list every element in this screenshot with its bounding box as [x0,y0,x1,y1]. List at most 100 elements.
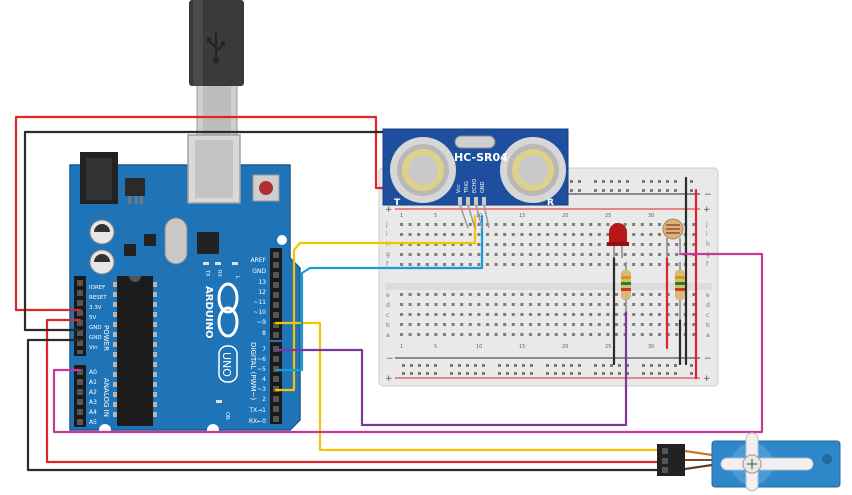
wire-yellow-servo-signal [274,321,667,452]
servo-horn [720,432,814,492]
digital-pin-labels-upper: AREF GND 13 12 ~11 ~10 ~9 8 [250,257,266,337]
power-pin-labels: IOREF RESET 3.3V 5V GND GND Vin [89,285,107,351]
digital-header-lower [270,342,282,424]
red-led [607,223,629,258]
arduino-brand-label: ARDUINO [203,286,214,338]
servo-motor [657,432,841,492]
svg-text:i: i [386,231,388,238]
svg-text:a: a [386,332,390,339]
svg-text:TX→1: TX→1 [248,407,266,414]
capacitor [89,219,115,245]
svg-text:GND: GND [252,268,266,275]
svg-text:10: 10 [476,344,482,350]
breadboard: 1 5 10 15 20 25 30 1 5 10 15 20 25 30 j … [378,167,719,387]
svg-text:A4: A4 [89,409,97,416]
svg-text:2: 2 [262,396,266,403]
svg-text:5: 5 [434,344,437,350]
wire-magenta-photoresistor [52,252,764,434]
svg-text:c: c [386,312,389,319]
svg-text:A5: A5 [89,419,97,426]
svg-text:25: 25 [605,344,611,350]
digital-header-upper [270,248,282,340]
svg-text:A2: A2 [89,389,97,396]
led-label-l: L [234,276,240,279]
svg-text:j: j [385,221,388,228]
svg-text:AREF: AREF [250,257,266,264]
wire-blue-echo [274,214,484,372]
transducer-left [390,137,456,203]
arduino-logo-icon [217,282,239,338]
svg-text:~11: ~11 [253,299,266,306]
arduino-uno-board: L TX RX ON ARDUINO UNO [69,134,301,436]
wire-purple-led [274,310,628,427]
svg-text:UNO: UNO [220,352,233,377]
svg-text:d: d [706,302,710,309]
svg-text:g: g [386,251,390,258]
wire-black-gnd [23,130,385,332]
svg-text:e: e [386,292,390,299]
svg-text:~9: ~9 [257,319,266,326]
svg-text:~3: ~3 [257,386,266,393]
svg-text:ECHO: ECHO [472,179,478,193]
svg-text:GND: GND [89,325,102,331]
svg-text:−: − [704,190,712,200]
hc-sr04-sensor: HC-SR04 T R Vcc TRIG ECHO GND [382,128,569,208]
uno-badge: UNO [218,345,238,383]
svg-text:h: h [706,241,710,248]
svg-text:+: + [385,374,393,384]
breadboard-terminal-holes-top [398,220,698,270]
svg-text:j: j [705,221,708,228]
wire-black-servo-gnd [26,338,667,472]
svg-text:12: 12 [258,289,266,296]
sensor-marker-t: T [394,198,401,208]
wires [14,115,764,472]
power-header [74,276,86,356]
svg-text:3.3V: 3.3V [89,305,102,311]
svg-text:15: 15 [519,344,525,350]
svg-text:+: + [385,205,393,215]
resistor-led [621,262,631,312]
svg-text:20: 20 [562,213,568,219]
svg-text:−: − [704,354,712,364]
svg-text:+: + [703,374,711,384]
svg-text:30: 30 [648,344,654,350]
breadboard-row-letters: j i h g f e d c b a j i h g f e d c b a [385,221,710,339]
svg-text:5V: 5V [89,315,96,321]
svg-text:15: 15 [519,213,525,219]
wire-red-servo-power [45,318,667,464]
sensor-name: HC-SR04 [454,151,508,164]
svg-text:25: 25 [605,213,611,219]
svg-text:~5: ~5 [257,366,266,373]
transducer-right [500,137,566,203]
atmega-chip [113,276,157,426]
svg-text:~6: ~6 [257,356,266,363]
svg-text:IOREF: IOREF [89,285,105,291]
reset-button[interactable] [252,174,280,202]
svg-text:A3: A3 [89,399,97,406]
svg-text:8: 8 [262,330,266,337]
svg-text:+: + [703,205,711,215]
svg-text:e: e [706,292,710,299]
svg-text:f: f [706,261,709,268]
digital-header-title: DIGITAL (PWM~) [249,342,257,400]
svg-text:Vin: Vin [89,345,98,351]
digital-pin-labels-lower: 7 ~6 ~5 4 ~3 2 TX→1 RX←0 [248,346,266,425]
svg-text:b: b [386,322,390,329]
svg-text:1: 1 [400,213,403,219]
led-label-tx: TX [204,269,210,277]
svg-text:h: h [386,241,390,248]
breadboard-column-numbers-bottom: 1 5 10 15 20 25 30 [400,344,654,350]
svg-text:4: 4 [262,376,266,383]
on-label: ON [224,412,230,420]
led-label-rx: RX [216,270,222,277]
svg-text:5: 5 [434,213,437,219]
analog-header-title: ANALOG IN [102,378,110,417]
svg-text:A1: A1 [89,379,97,386]
photoresistor [662,218,684,258]
svg-text:i: i [706,231,708,238]
svg-text:−: − [386,354,394,364]
wire-red-5v [14,115,390,312]
power-header-title: POWER [102,325,110,351]
capacitor [89,249,115,275]
